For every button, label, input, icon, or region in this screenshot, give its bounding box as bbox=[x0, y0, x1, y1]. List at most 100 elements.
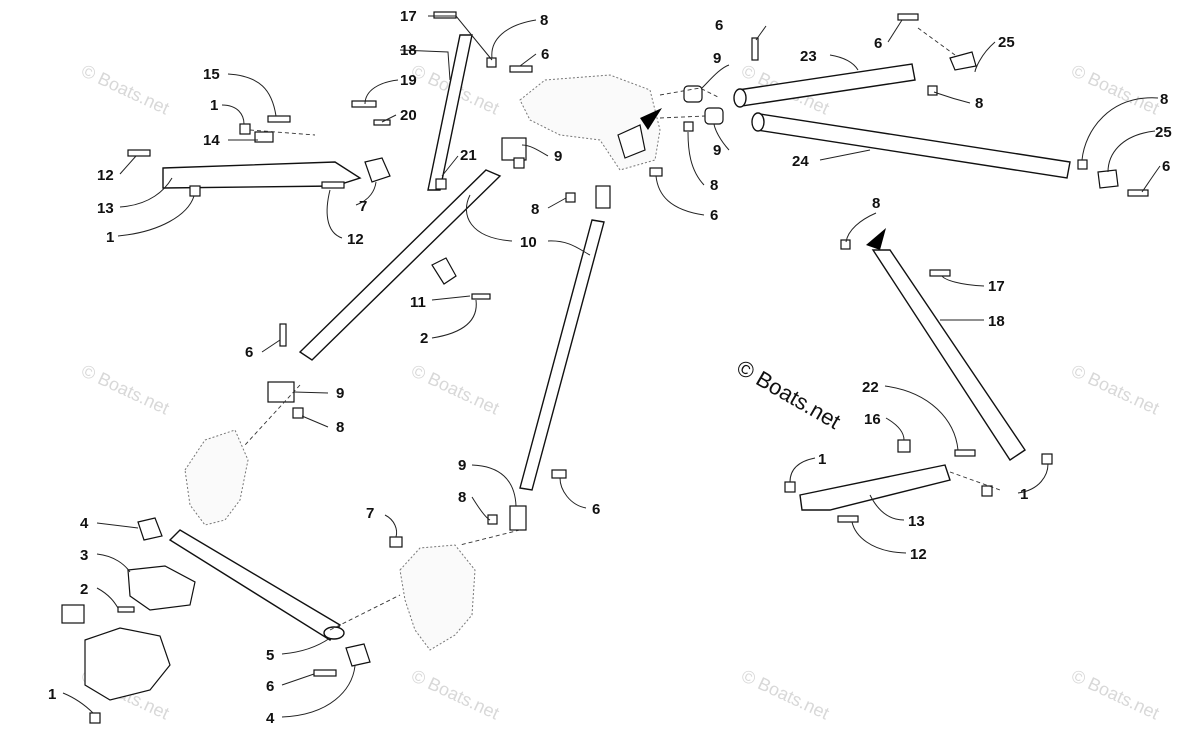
callout-18: 18 bbox=[988, 313, 1005, 330]
nut-8 bbox=[292, 407, 304, 419]
callout-24: 24 bbox=[792, 153, 809, 170]
bolt-6 bbox=[1127, 189, 1149, 197]
callout-2: 2 bbox=[420, 330, 428, 347]
leader-line bbox=[884, 385, 959, 451]
assembly-line bbox=[249, 129, 316, 136]
bolt-2 bbox=[117, 606, 135, 613]
callout-3: 3 bbox=[80, 547, 88, 564]
clamp-9 bbox=[509, 505, 527, 531]
leader-line bbox=[261, 339, 281, 353]
bolt-19 bbox=[351, 100, 377, 108]
bolt-6 bbox=[313, 669, 337, 677]
nut-1 bbox=[239, 123, 251, 135]
bracket-7 bbox=[364, 157, 391, 183]
callout-7: 7 bbox=[359, 198, 367, 215]
leader-line bbox=[547, 240, 591, 256]
leader-line bbox=[62, 692, 94, 714]
leader-line bbox=[941, 275, 985, 287]
leader-line bbox=[829, 54, 859, 71]
callout-9: 9 bbox=[713, 142, 721, 159]
bolt-12 bbox=[837, 515, 859, 523]
leader-line bbox=[933, 91, 971, 104]
callout-4: 4 bbox=[80, 515, 89, 532]
callout-8: 8 bbox=[336, 419, 344, 436]
assembly-line bbox=[459, 529, 521, 546]
bolt-12 bbox=[127, 149, 151, 157]
leader-line bbox=[974, 41, 996, 73]
leader-line bbox=[117, 195, 195, 237]
leader-line bbox=[281, 665, 356, 718]
tube-5-end bbox=[323, 626, 345, 640]
watermark: © Boats.net bbox=[1068, 60, 1162, 118]
leader-line bbox=[119, 177, 173, 208]
leader-line bbox=[96, 587, 119, 609]
callout-1: 1 bbox=[210, 97, 218, 114]
watermark: © Boats.net bbox=[408, 665, 502, 723]
callout-9: 9 bbox=[336, 385, 344, 402]
bushing-9 bbox=[704, 107, 724, 125]
callout-7: 7 bbox=[366, 505, 374, 522]
leader-line bbox=[519, 53, 537, 67]
chassis-frame bbox=[184, 74, 886, 651]
tube-18-left bbox=[427, 34, 473, 191]
tubes bbox=[162, 34, 1071, 641]
leader-line bbox=[364, 79, 399, 105]
callout-10: 10 bbox=[520, 234, 537, 251]
watermark: © Boats.net bbox=[738, 665, 832, 723]
bolt-6 bbox=[897, 13, 919, 21]
callout-9: 9 bbox=[713, 50, 721, 67]
leader-line bbox=[465, 194, 513, 242]
tube-10-right bbox=[519, 219, 605, 491]
callout-12: 12 bbox=[347, 231, 364, 248]
leader-line bbox=[326, 189, 343, 239]
callout-6: 6 bbox=[541, 46, 549, 63]
frame-mount-tab bbox=[617, 124, 646, 159]
bracket-3 bbox=[127, 565, 196, 611]
callout-6: 6 bbox=[245, 344, 253, 361]
callout-2: 2 bbox=[80, 581, 88, 598]
nut-8 bbox=[927, 85, 938, 96]
bolt-6 bbox=[279, 323, 287, 347]
actuator-assembly bbox=[84, 627, 171, 701]
bolt-16 bbox=[897, 439, 911, 453]
leader-line bbox=[819, 149, 871, 161]
bolt-6 bbox=[551, 469, 567, 479]
tube-23-end bbox=[733, 88, 747, 108]
clamp-4 bbox=[345, 643, 371, 667]
leader-line bbox=[1017, 463, 1049, 494]
nut-8 bbox=[1077, 159, 1088, 170]
leader-line bbox=[281, 637, 331, 655]
leader-line bbox=[119, 155, 137, 175]
leader-line bbox=[547, 197, 567, 209]
callout-23: 23 bbox=[800, 48, 817, 65]
callout-12: 12 bbox=[97, 167, 114, 184]
leader-line bbox=[869, 494, 905, 521]
callout-22: 22 bbox=[862, 379, 879, 396]
leader-line bbox=[428, 15, 493, 61]
bolt-6 bbox=[509, 65, 533, 73]
bar-13-left bbox=[162, 161, 362, 189]
leader-line bbox=[96, 553, 131, 573]
nut-8 bbox=[513, 157, 525, 169]
leader-line bbox=[221, 104, 245, 125]
callout-25: 25 bbox=[998, 34, 1015, 51]
hardware bbox=[61, 11, 1149, 724]
assembly-line bbox=[329, 594, 401, 631]
copyright-notice: © Boats.net bbox=[733, 355, 845, 434]
assembly-line bbox=[659, 115, 706, 119]
callout-1: 1 bbox=[48, 686, 56, 703]
left-frame-casting bbox=[184, 429, 249, 526]
leader-line bbox=[471, 496, 491, 521]
nut-8 bbox=[565, 192, 576, 203]
leader-line bbox=[655, 175, 705, 216]
callout-4: 4 bbox=[266, 710, 275, 727]
tube-18-right bbox=[871, 249, 1026, 461]
leader-line bbox=[887, 19, 903, 43]
callout-9: 9 bbox=[554, 148, 562, 165]
leader-line bbox=[789, 457, 816, 483]
leader-line bbox=[355, 181, 377, 206]
bolt-22 bbox=[954, 449, 976, 457]
leader-line bbox=[431, 299, 477, 339]
clamp-25 bbox=[1097, 169, 1119, 189]
leader-line bbox=[701, 64, 730, 89]
